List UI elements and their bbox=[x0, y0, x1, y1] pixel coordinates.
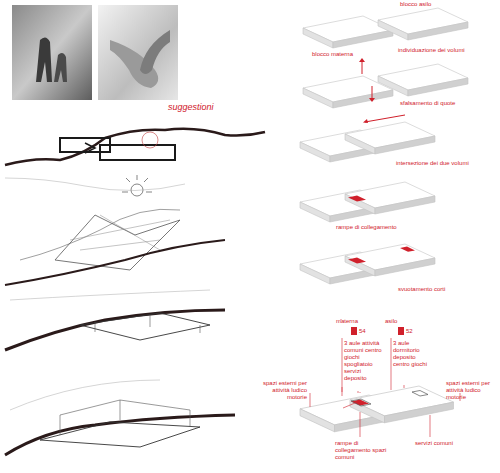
annotation-label: blocco materna bbox=[312, 51, 372, 58]
annotation-label: spazi esterni per attività ludico motori… bbox=[257, 380, 307, 401]
annotation-label: servizi comuni bbox=[415, 440, 465, 447]
annotation-label: materna bbox=[336, 318, 376, 325]
annotation-label: individuazione dei volumi bbox=[398, 47, 478, 54]
annotation-label: blocco asilo bbox=[400, 1, 460, 8]
caption-label: suggestioni bbox=[168, 102, 228, 113]
annotation-label: svuotamento corti bbox=[398, 286, 468, 293]
annotation-label: sfalsamento di quote bbox=[400, 100, 480, 107]
annotation-label: asilo bbox=[385, 318, 425, 325]
annotation-label: 52 bbox=[406, 328, 426, 335]
annotation-label: rampe di collegamento bbox=[336, 224, 416, 231]
annotation-label: spazi esterni per attività ludico motori… bbox=[446, 380, 496, 401]
annotation-label: 54 bbox=[359, 328, 379, 335]
annotation-label: 3 aule attività comuni centro giochi spo… bbox=[344, 340, 384, 382]
annotation-label: 3 aule dormitorio deposito centro giochi bbox=[393, 340, 433, 368]
annotation-label: rampe di collegamento spazi comuni bbox=[335, 440, 390, 461]
annotation-label: intersezione dei due volumi bbox=[396, 160, 486, 167]
